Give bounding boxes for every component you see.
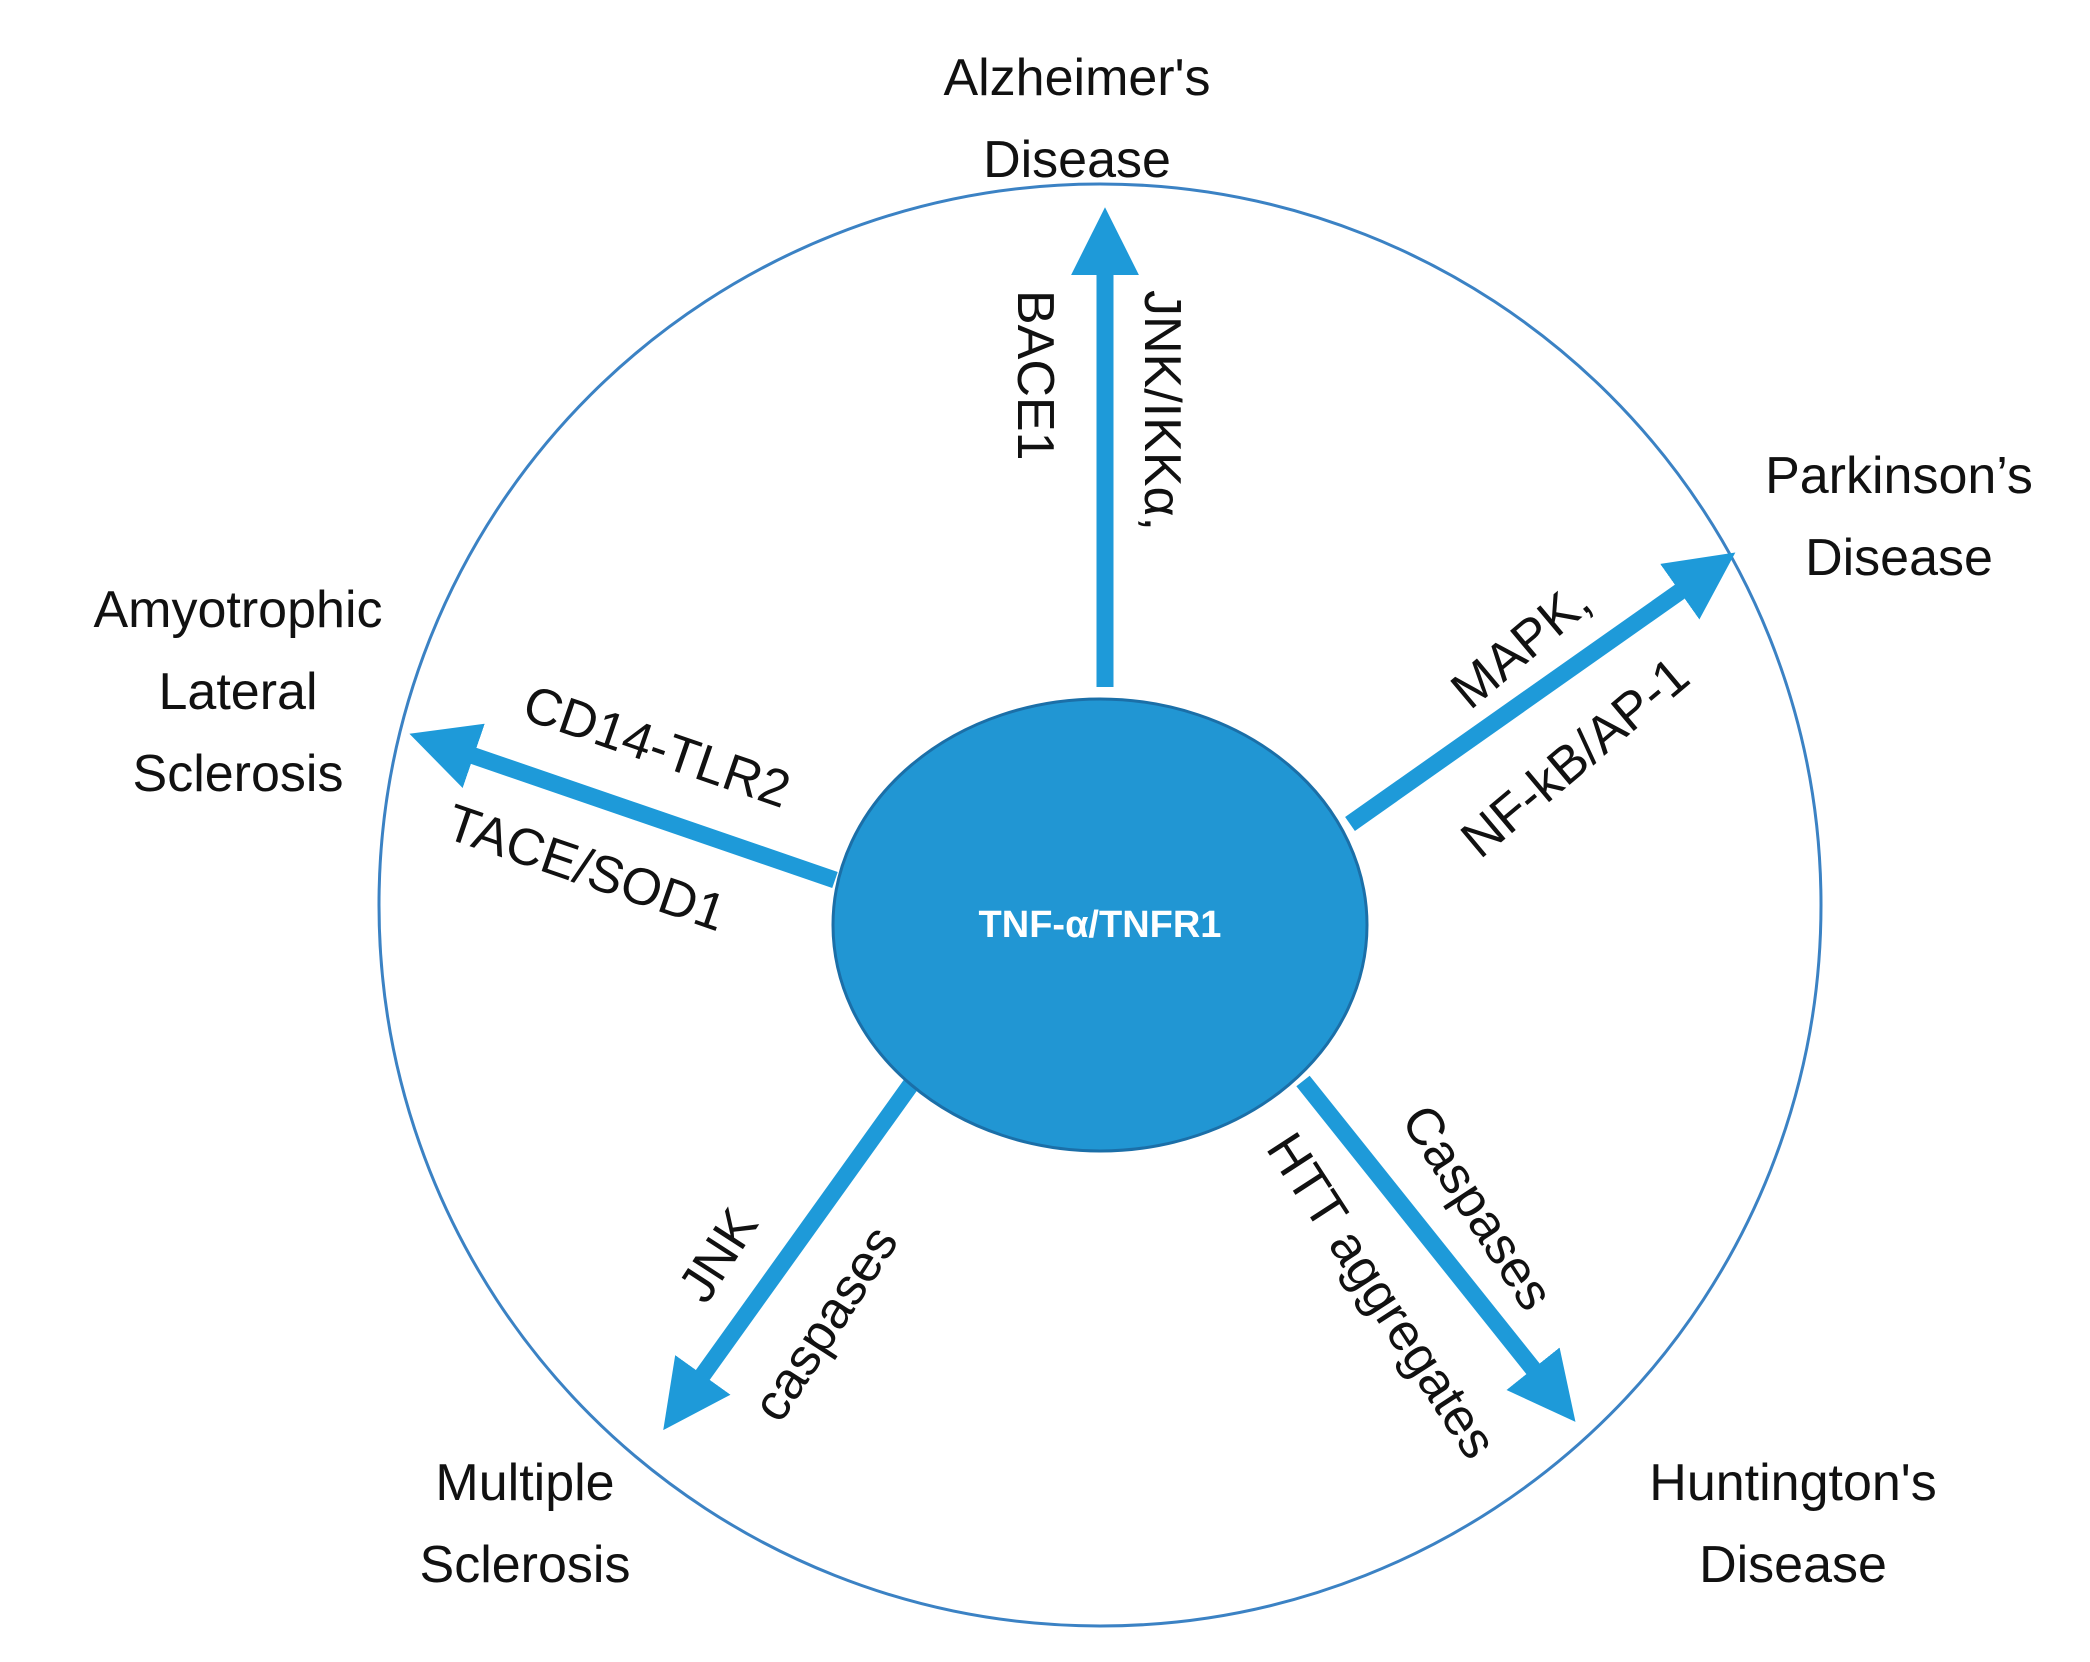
svg-text:BACE1: BACE1 [1006,290,1064,461]
disease-label-als: Amyotrophic Lateral Sclerosis [94,581,383,803]
pathway-label-alzheimers: JNK/IKKα, BACE1 [1006,290,1191,531]
svg-text:TACE/SOD1: TACE/SOD1 [439,794,733,944]
outer-circle [377,182,1823,1628]
disease-label-alzheimers: Alzheimer's Disease [943,49,1210,189]
svg-text:CD14-TLR2: CD14-TLR2 [516,675,797,820]
svg-text:Parkinson’s: Parkinson’s [1765,447,2033,505]
svg-text:Disease: Disease [1805,529,1993,587]
arrow-ms [663,1078,919,1431]
center-node [831,697,1369,1153]
svg-text:Amyotrophic: Amyotrophic [94,581,383,639]
svg-text:Multiple: Multiple [435,1454,614,1512]
svg-text:Sclerosis: Sclerosis [420,1536,631,1594]
svg-text:Lateral: Lateral [159,663,318,721]
svg-text:Alzheimer's: Alzheimer's [943,49,1210,107]
svg-text:Huntington's: Huntington's [1649,1454,1936,1512]
arrow-als [409,723,838,889]
pathway-label-ms: JNK caspases [667,1198,909,1431]
svg-text:JNK/IKKα,: JNK/IKKα, [1133,290,1191,531]
svg-text:Disease: Disease [1699,1536,1887,1594]
center-label: TNF-α/TNFR1 [979,904,1222,946]
arrow-huntingtons [1296,1075,1576,1422]
pathway-label-parkinsons: MAPK, NF-kB/AP-1 [1440,572,1700,869]
svg-text:Disease: Disease [983,131,1171,189]
svg-text:caspases: caspases [741,1216,909,1432]
svg-text:Sclerosis: Sclerosis [133,745,344,803]
disease-label-parkinsons: Parkinson’s Disease [1765,447,2033,587]
arrow-parkinsons [1345,552,1736,831]
disease-label-huntingtons: Huntington's Disease [1649,1454,1936,1594]
disease-label-ms: Multiple Sclerosis [420,1454,631,1594]
pathway-label-huntingtons: Caspases HTT aggregates [1255,1095,1565,1469]
